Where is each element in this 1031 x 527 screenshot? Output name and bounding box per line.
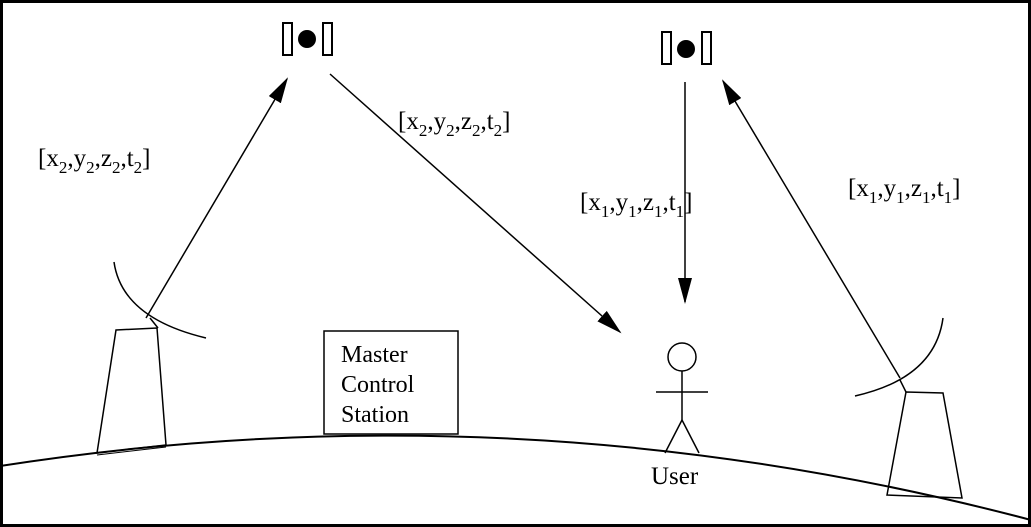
user-label: User [651,463,699,490]
downlink-arrow-sat2-user [329,73,622,334]
sat1-downlink-label: [x1,y1,z1,t1] [580,189,692,221]
master-station-line1: Master [341,342,408,368]
uplink-arrow-right [721,79,901,379]
satellite-icon [661,31,712,65]
uplink-arrow-left [145,77,289,319]
master-station-line3: Station [341,402,409,428]
sat2-uplink-label: [x2,y2,z2,t2] [38,145,150,177]
sat2-downlink-label: [x2,y2,z2,t2] [398,108,510,140]
satellite-icon [282,22,333,56]
master-station-line2: Control [341,372,415,398]
sat1-uplink-label: [x1,y1,z1,t1] [848,175,960,207]
dish-antenna-icon [854,317,963,499]
person-icon [656,342,708,454]
dish-antenna-icon [96,261,207,456]
master-control-station: Master Control Station [323,330,459,435]
